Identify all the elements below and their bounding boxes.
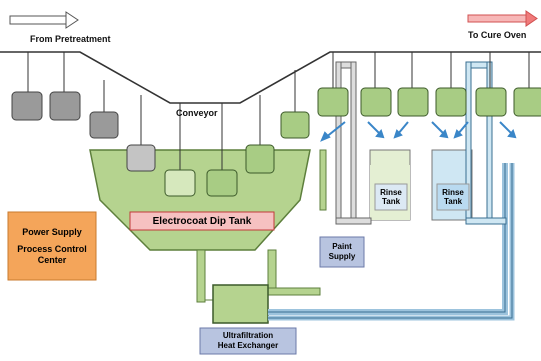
rinse-tank-label-1: Rinse Tank [375,184,407,210]
power-supply-box [7,211,97,281]
dip-tank-label-text: Electrocoat Dip Tank [152,215,252,227]
paint-supply-box [319,236,365,268]
hanging-parts-gray [11,52,156,172]
rinse-tank-text-2: Rinse Tank [442,188,464,206]
pipes-green [196,249,321,303]
rinse-tank-label-2: Rinse Tank [437,184,469,210]
to-cure-oven-arrow [467,10,538,27]
conveyor-line [0,51,541,104]
from-pretreatment-label: From Pretreatment [30,34,111,44]
hanging-parts-right [317,52,541,117]
power-supply-label: Power Supply Process Control Center [8,212,96,280]
rinse-tank-text-1: Rinse Tank [380,188,402,206]
paint-supply-label: Paint Supply [320,237,364,267]
ultrafiltration-unit [212,284,269,324]
rinse-label-box-2 [436,183,470,211]
dip-tank-label: Electrocoat Dip Tank [130,212,274,230]
electrocoat-dip-tank [89,149,311,251]
ultrafiltration-label-box [199,327,297,355]
power-supply-text: Power Supply [22,226,82,237]
pipes-blue [268,163,515,321]
hanging-parts-in-tank [164,70,310,197]
conveyor-label: Conveyor [176,108,218,118]
dip-tank-label-box [129,211,275,231]
process-control-text: Process Control Center [17,243,87,265]
paint-supply-text: Paint Supply [328,242,356,261]
from-pretreatment-arrow [9,11,79,29]
ultrafiltration-text: Ultrafiltration [222,331,274,340]
rinse-pipe-gray [335,61,372,225]
to-cure-oven-label: To Cure Oven [468,30,527,40]
ultrafiltration-label: Ultrafiltration Heat Exchanger [200,328,296,354]
spray-arrows [320,121,517,142]
paint-supply-pipe [319,149,327,211]
rinse-label-box-1 [374,183,408,211]
heat-exchanger-text: Heat Exchanger [217,341,279,350]
